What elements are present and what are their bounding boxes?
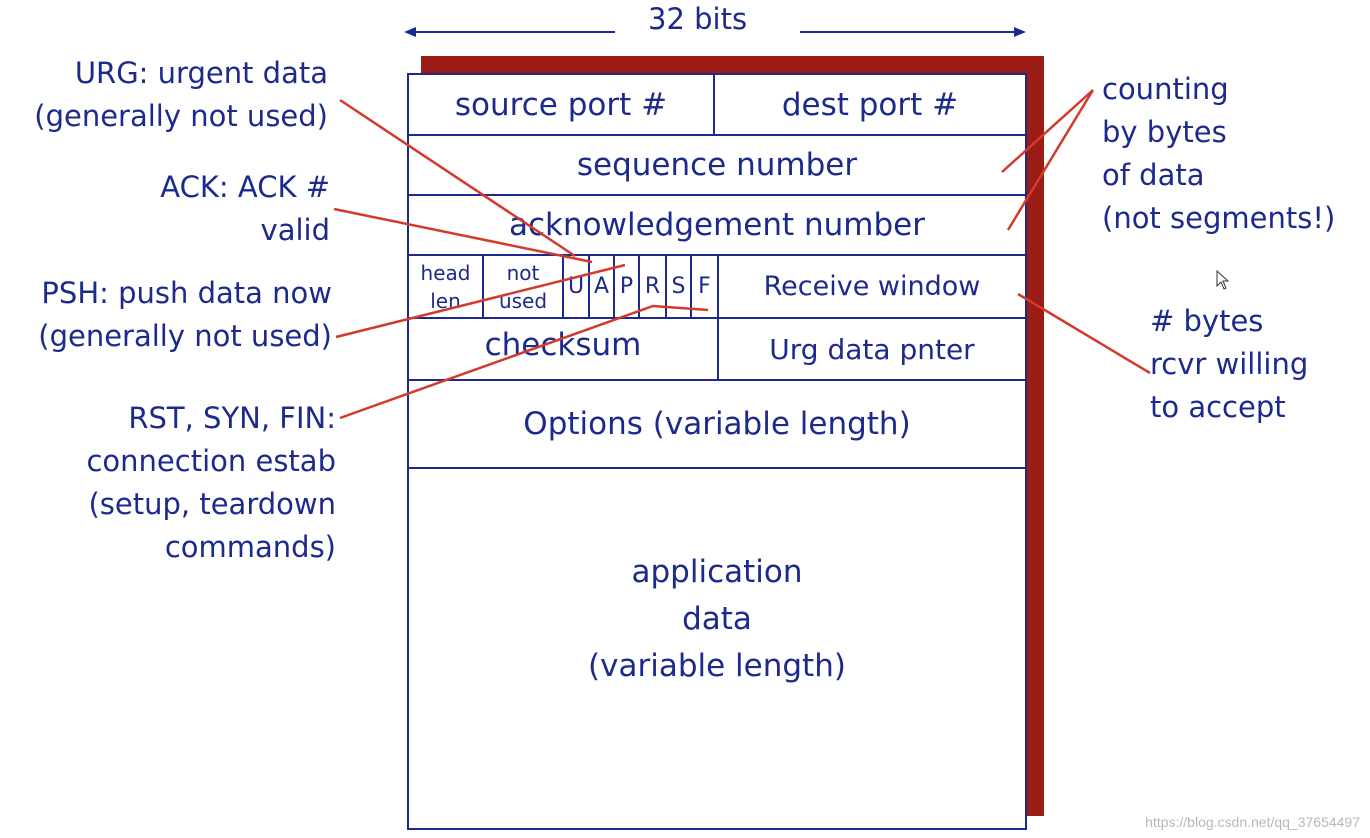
rst-leader — [339, 304, 709, 420]
not-used-field: not used — [484, 256, 564, 317]
not-used-line2: used — [498, 288, 548, 313]
counting-line1: counting — [1102, 72, 1229, 106]
ack-line2: valid — [260, 213, 330, 247]
bytes-line3: to accept — [1150, 390, 1286, 424]
ack-annotation: ACK: ACK # valid — [160, 166, 330, 252]
flag-syn: S — [667, 256, 692, 317]
row-flags: head len not used U A P R S F Receive wi… — [409, 256, 1025, 319]
urg-pointer-field: Urg data pnter — [769, 332, 975, 366]
row-sequence: sequence number — [409, 136, 1025, 196]
mouse-cursor-icon — [1216, 270, 1230, 290]
row-ack: acknowledgement number — [409, 196, 1025, 256]
psh-line2: (generally not used) — [38, 319, 332, 353]
head-len-line1: head — [420, 260, 471, 285]
rst-line1: RST, SYN, FIN: — [128, 401, 336, 435]
counting-leader-2 — [1006, 89, 1095, 231]
urg-line1: URG: urgent data — [74, 56, 328, 90]
rst-syn-fin-annotation: RST, SYN, FIN: connection estab (setup, … — [86, 397, 336, 569]
application-data-field: application data (variable length) — [409, 549, 1025, 690]
counting-line2: by bytes — [1102, 115, 1227, 149]
app-data-line1: application — [631, 554, 803, 590]
head-len-field: head len — [409, 256, 484, 317]
flag-psh: P — [615, 256, 640, 317]
row-ports: source port # dest port # — [409, 75, 1025, 136]
app-data-line2: data — [682, 601, 752, 637]
options-field: Options (variable length) — [523, 406, 911, 442]
bytes-line1: # bytes — [1150, 304, 1264, 338]
rst-line2: connection estab — [86, 444, 336, 478]
dest-port-field: dest port # — [781, 86, 959, 123]
app-data-line3: (variable length) — [588, 648, 846, 684]
width-label: 32 bits — [648, 2, 748, 36]
ack-line1: ACK: ACK # — [160, 170, 330, 204]
receive-window-field: Receive window — [763, 271, 981, 302]
urg-line2: (generally not used) — [34, 99, 328, 133]
urg-annotation: URG: urgent data (generally not used) — [34, 52, 328, 138]
rst-line4: commands) — [164, 530, 336, 564]
window-leader — [1017, 292, 1151, 375]
rst-line3: (setup, teardown — [88, 487, 336, 521]
bytes-line2: rcvr willing — [1150, 347, 1309, 381]
watermark: https://blog.csdn.net/qq_37654497 — [1145, 814, 1360, 830]
flag-rst: R — [640, 256, 667, 317]
counting-leader-1 — [1001, 89, 1094, 173]
row-options: Options (variable length) — [409, 381, 1025, 469]
counting-line4: (not segments!) — [1102, 201, 1336, 235]
tcp-segment: source port # dest port # sequence numbe… — [407, 73, 1027, 830]
flag-urg: U — [564, 256, 590, 317]
counting-line3: of data — [1102, 158, 1205, 192]
psh-leader — [335, 263, 626, 339]
counting-annotation: counting by bytes of data (not segments!… — [1102, 68, 1335, 240]
flag-ack: A — [590, 256, 615, 317]
not-used-line1: not — [506, 260, 540, 285]
sequence-number-field: sequence number — [576, 147, 858, 183]
source-port-field: source port # — [409, 75, 715, 134]
row-checksum: checksum Urg data pnter — [409, 319, 1025, 381]
bytes-annotation: # bytes rcvr willing to accept — [1150, 300, 1308, 429]
psh-annotation: PSH: push data now (generally not used) — [38, 272, 332, 358]
flag-fin: F — [692, 256, 719, 317]
ack-leader — [333, 207, 593, 264]
urg-leader — [339, 98, 576, 258]
ack-number-field: acknowledgement number — [509, 207, 925, 243]
psh-line1: PSH: push data now — [41, 276, 332, 310]
